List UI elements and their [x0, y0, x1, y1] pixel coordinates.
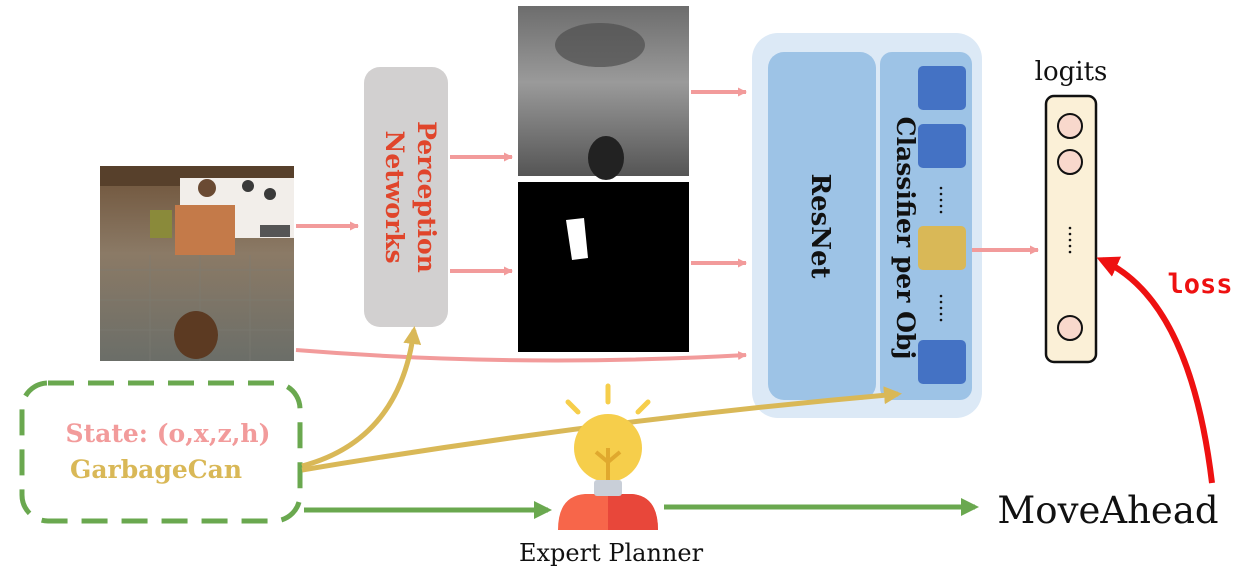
object-head-1: [918, 66, 966, 110]
loss-label: loss: [1167, 269, 1232, 300]
segmentation-mask: [518, 182, 689, 352]
classifier-label: Classifier per Obj: [891, 117, 920, 360]
logits-ellipsis: [1068, 226, 1072, 254]
resnet-label: ResNet: [805, 173, 835, 278]
perception-networks-box: [364, 67, 448, 327]
action-label: MoveAhead: [997, 489, 1218, 532]
expert-planner-label: Expert Planner: [519, 539, 704, 567]
state-box: [19, 380, 303, 524]
object-head-last: [918, 340, 966, 384]
object-head-2: [918, 124, 966, 168]
perception-label-1: Perception: [412, 121, 441, 273]
object-head-target: [918, 226, 966, 270]
logit-node: [1057, 113, 1083, 139]
logit-node: [1057, 149, 1083, 175]
logits-title: logits: [1035, 57, 1108, 87]
loss-arrow: [1096, 256, 1215, 484]
green-arrows: [304, 498, 979, 519]
perception-label-2: Networks: [380, 130, 409, 263]
resnet-box: [768, 52, 876, 400]
expert-planner-icon: [558, 383, 658, 530]
target-label: GarbageCan: [70, 455, 242, 484]
logit-node: [1057, 315, 1083, 341]
state-label: State: (o,x,z,h): [66, 419, 271, 448]
ellipsis-dots: [939, 186, 943, 322]
pink-arrows: [295, 87, 1039, 363]
rgb-observation-image: [100, 166, 294, 361]
depth-image: [518, 6, 689, 180]
